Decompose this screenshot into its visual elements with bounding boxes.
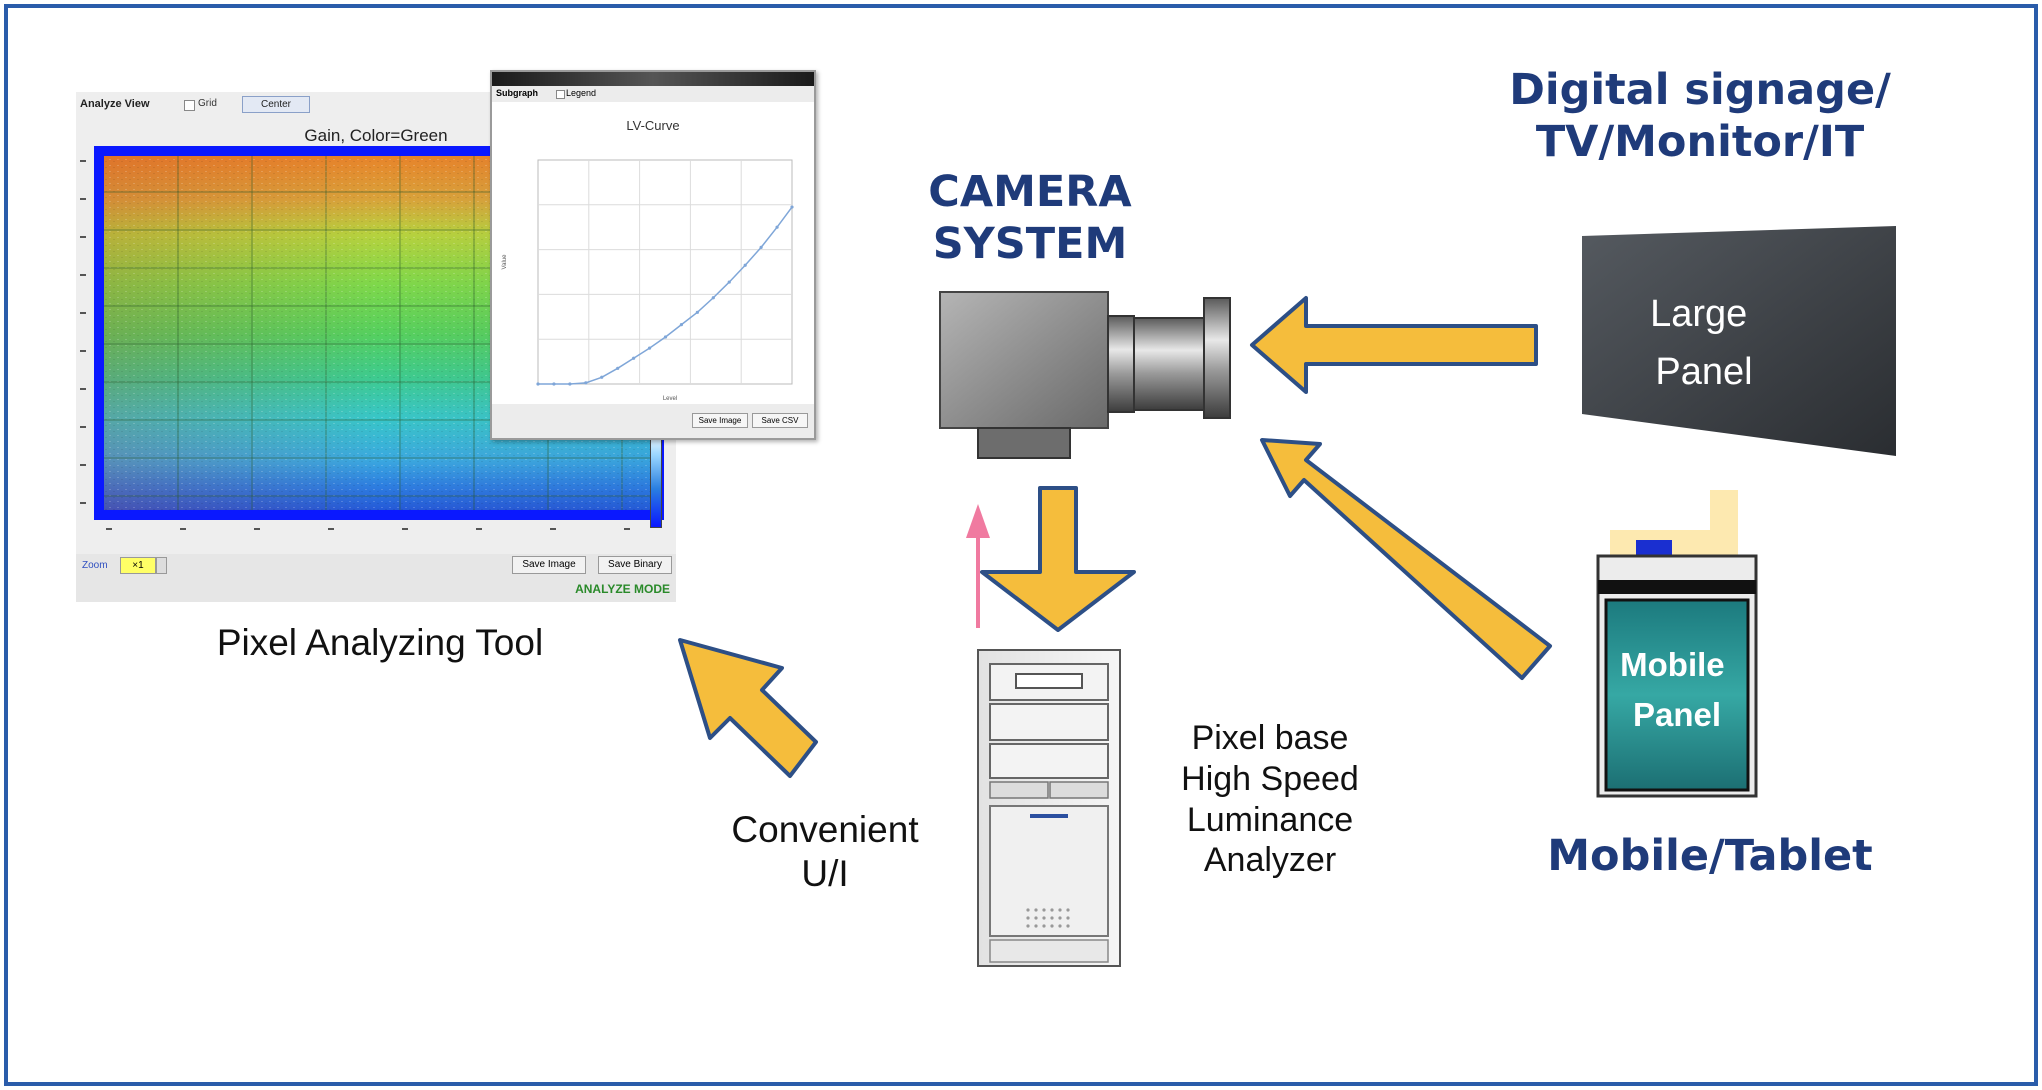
zoom-label: Zoom	[82, 560, 108, 571]
pixel-analyzing-tool-label: Pixel Analyzing Tool	[216, 622, 544, 663]
lv-series-point	[584, 381, 588, 385]
camera-system-title: CAMERA SYSTEM	[928, 167, 1132, 270]
lv-chart-ylabel: Value	[502, 254, 508, 270]
lv-series-point	[536, 382, 540, 386]
subgraph-window: Subgraph Legend LV-Curve Value Level Sav…	[490, 70, 816, 440]
analyze-view-title: Analyze View	[80, 98, 150, 110]
lv-series-point	[775, 225, 779, 229]
arrow-analyzer-to-tool	[678, 638, 818, 778]
subgraph-bottom-bar: Save Image Save CSV	[492, 404, 814, 438]
lv-series-point	[711, 296, 715, 300]
subgraph-title: Subgraph	[496, 88, 538, 98]
lv-series-point	[568, 382, 572, 386]
luminance-analyzer-label: Pixel base High Speed Luminance Analyzer	[1181, 719, 1359, 880]
subgraph-save-csv-button[interactable]: Save CSV	[752, 413, 808, 428]
lv-chart-grid	[537, 159, 793, 385]
center-button[interactable]: Center	[242, 96, 310, 113]
pc-tower-icon	[977, 649, 1121, 967]
camera-icon	[939, 291, 1231, 459]
mobile-tablet-title: Mobile/Tablet	[1547, 831, 1873, 881]
heatmap-title: Gain, Color=Green	[304, 126, 448, 145]
heatmap-axis-ticks	[80, 160, 630, 530]
digital-signage-title: Digital signage/ TV/Monitor/IT	[1509, 65, 1891, 168]
lv-series-point	[647, 346, 652, 350]
subgraph-toolbar: Subgraph Legend	[492, 86, 814, 102]
lv-series-point	[679, 323, 684, 327]
mobile-panel-icon	[1596, 490, 1758, 798]
lv-curve-chart: LV-Curve Value Level	[502, 118, 794, 402]
lv-chart-plot-frame	[537, 159, 793, 385]
lv-series-point	[663, 335, 668, 339]
subgraph-titlebar	[492, 72, 814, 86]
lv-series-point	[759, 245, 763, 249]
lv-chart-xlabel: Level	[663, 396, 677, 402]
pink-arrow-up	[966, 504, 990, 628]
lv-series-point	[616, 366, 620, 370]
large-panel-icon	[1582, 226, 1896, 456]
lv-series-point	[790, 205, 794, 209]
analyze-mode-label: ANALYZE MODE	[575, 582, 670, 596]
zoom-field[interactable]: ×1	[120, 557, 156, 574]
convenient-ui-label: Convenient U/I	[731, 809, 919, 894]
arrow-from-large-panel	[1250, 296, 1538, 394]
lv-series-point	[552, 382, 556, 386]
save-binary-button[interactable]: Save Binary	[598, 556, 672, 574]
lv-series-point	[600, 375, 604, 379]
lv-series-point	[695, 310, 699, 314]
lv-series-point	[632, 356, 636, 360]
lv-chart-title: LV-Curve	[626, 118, 679, 133]
legend-checkbox[interactable]	[556, 90, 565, 99]
arrow-from-mobile-panel	[1260, 438, 1552, 680]
large-panel-label: Large Panel	[1650, 293, 1758, 393]
lv-series-point	[743, 263, 747, 267]
arrow-camera-to-analyzer	[980, 486, 1136, 632]
lv-series-point	[727, 280, 731, 284]
grid-checkbox[interactable]	[184, 100, 195, 111]
analyze-toolbar: Zoom ×1 Save Image Save Binary ANALYZE M…	[76, 554, 676, 602]
mobile-panel-label: Mobile Panel	[1620, 646, 1734, 733]
subgraph-save-image-button[interactable]: Save Image	[692, 413, 748, 428]
lv-chart-series	[536, 205, 794, 386]
legend-label: Legend	[566, 88, 597, 98]
grid-label: Grid	[198, 98, 217, 109]
zoom-spinner[interactable]	[156, 557, 167, 574]
save-image-button[interactable]: Save Image	[512, 556, 586, 574]
